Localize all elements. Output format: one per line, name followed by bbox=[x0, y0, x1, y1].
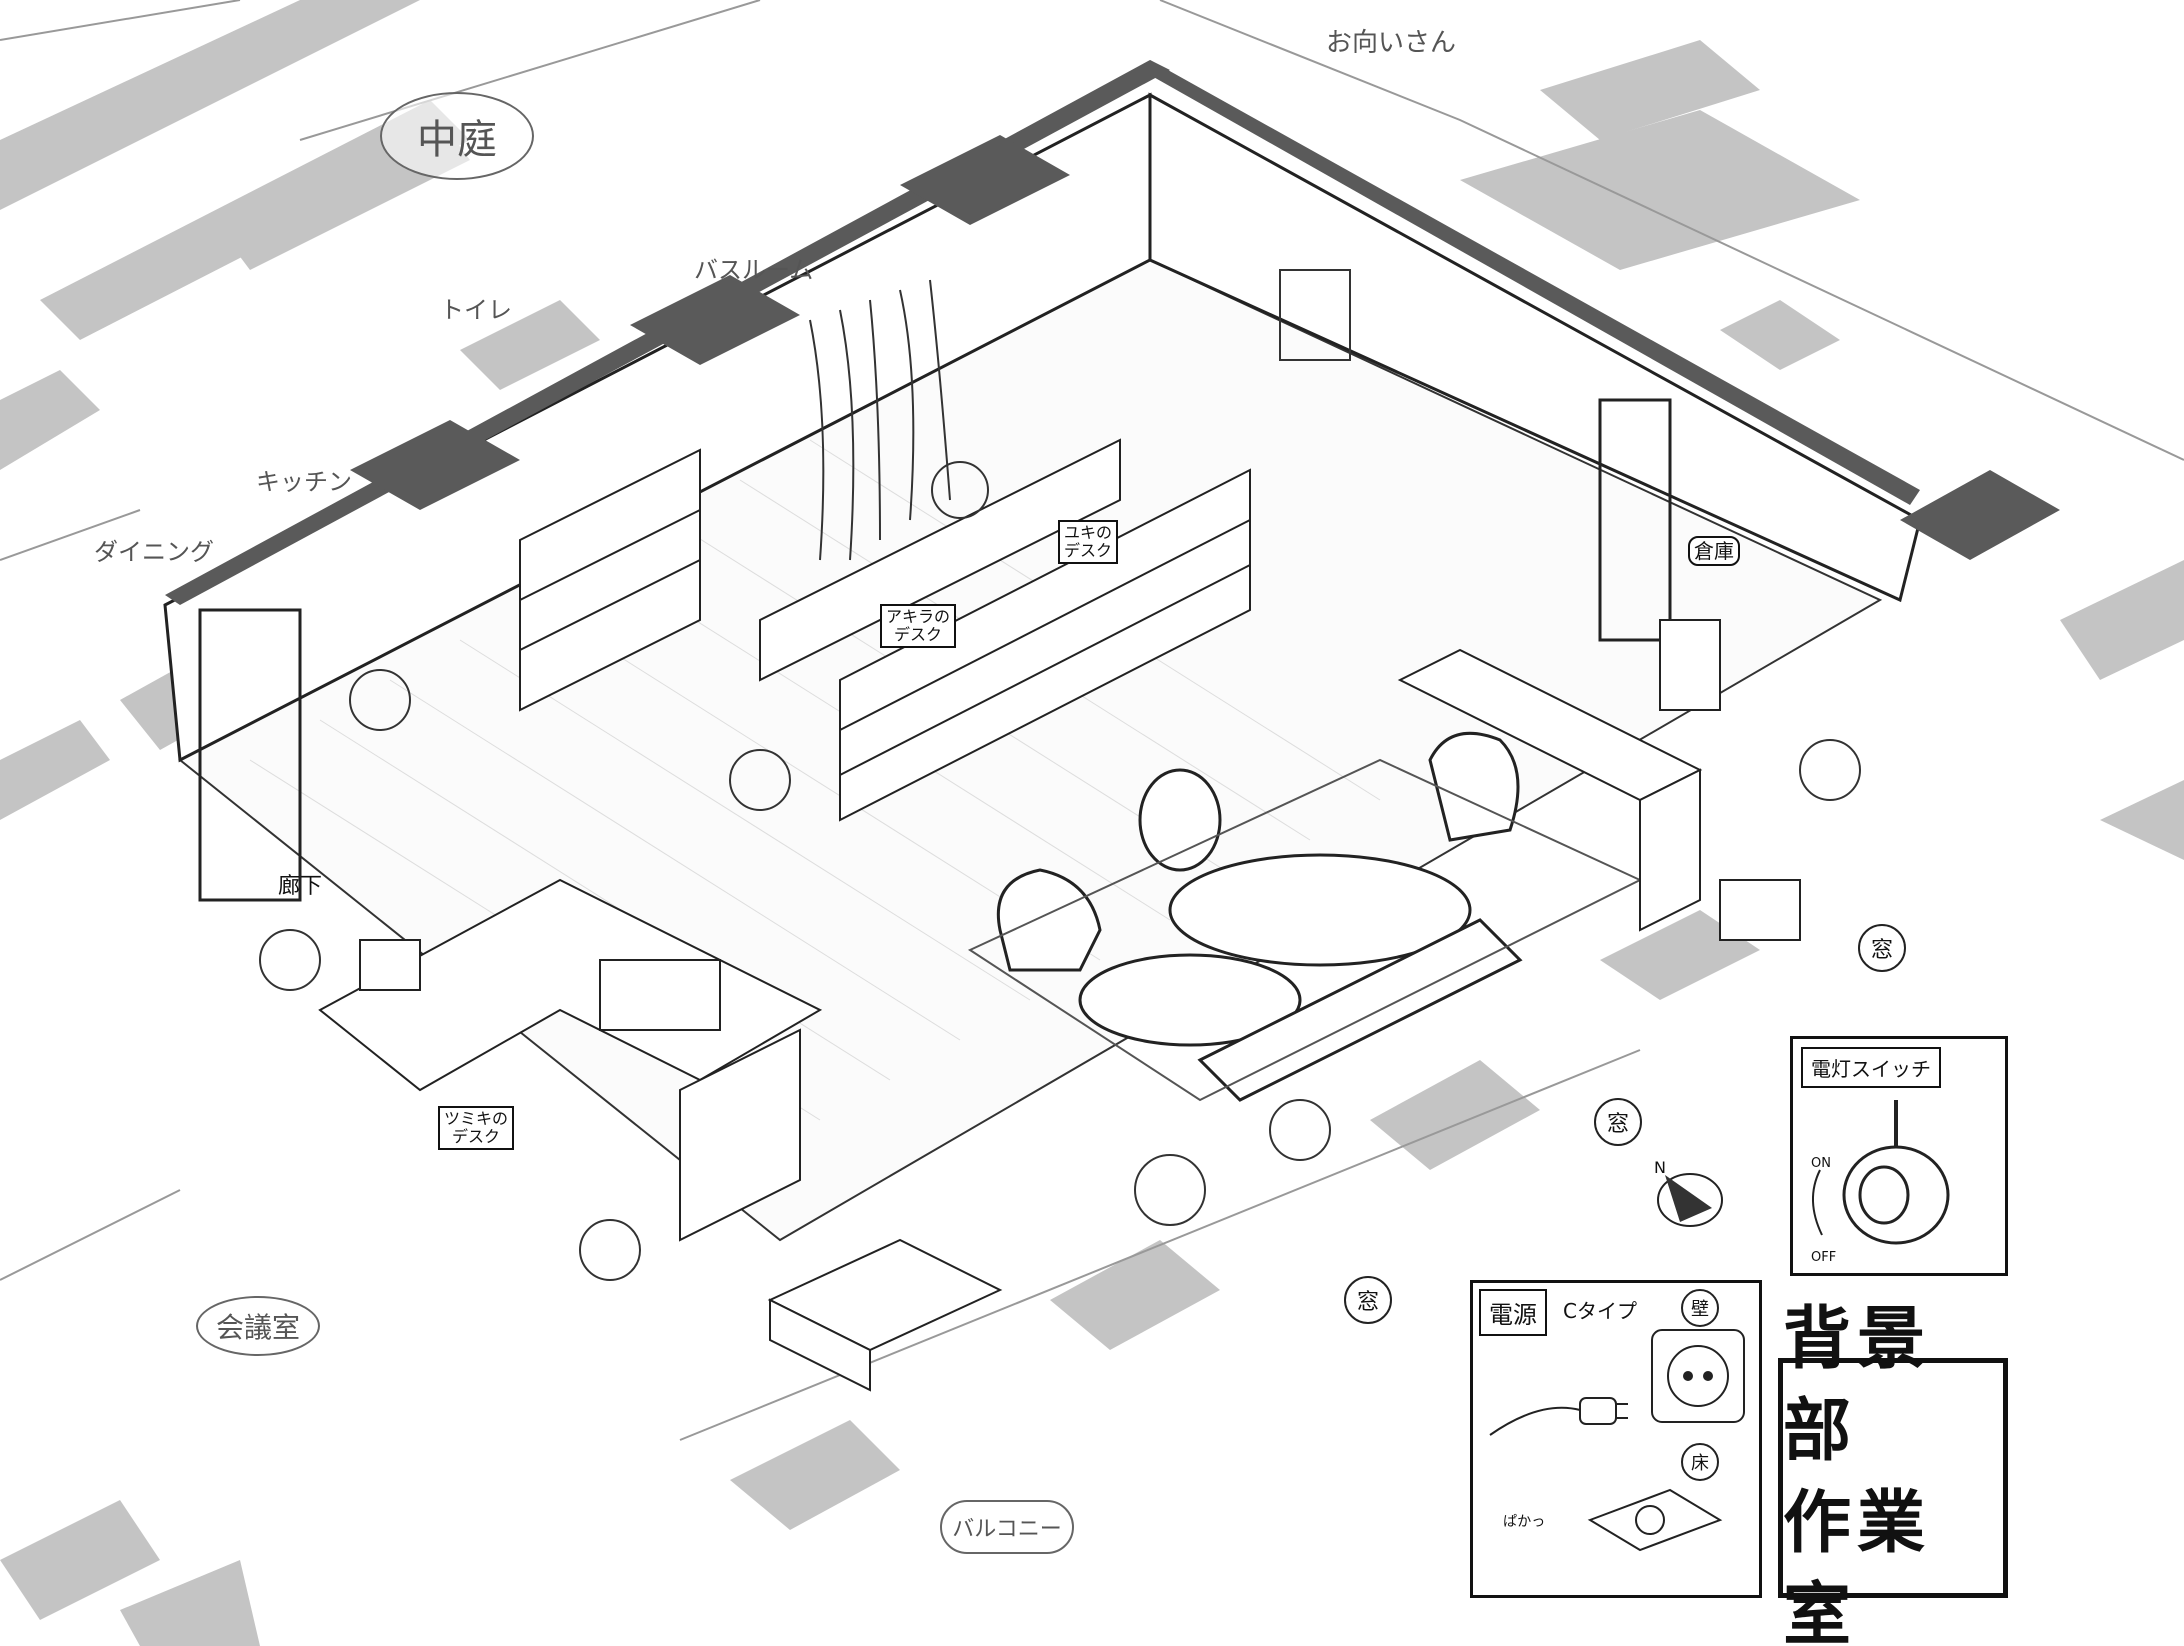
back-right-wall bbox=[1148, 92, 1922, 603]
power-outlet-panel: 電源 Cタイプ 壁 床 ぱかっ bbox=[1470, 1280, 1762, 1598]
neighbor-label: お向いさん bbox=[1326, 28, 1457, 58]
left-door[interactable] bbox=[198, 608, 302, 902]
hallway-label: 廊下 bbox=[278, 874, 323, 899]
title-line-2: 作業室 bbox=[1783, 1484, 1932, 1646]
switch-off-label: OFF bbox=[1811, 1250, 1837, 1265]
akira-desk-tag: アキラの デスク bbox=[880, 604, 957, 648]
right-counter bbox=[1397, 619, 1801, 941]
pillar-caps bbox=[350, 135, 2060, 560]
tsumiki-desk-tag: ツミキの デスク bbox=[438, 1106, 515, 1150]
light-switch-panel: 電灯スイッチ ON OFF bbox=[1790, 1036, 2008, 1276]
balcony-label: バルコニー bbox=[940, 1500, 1074, 1554]
bathroom-label: バスルーム bbox=[694, 256, 814, 284]
right-door[interactable] bbox=[1598, 398, 1672, 642]
yuki-desk-tag: ユキの デスク bbox=[1058, 520, 1119, 564]
floor-label: 床 bbox=[1681, 1443, 1719, 1481]
tsumiki-desk bbox=[318, 878, 823, 1242]
lounge bbox=[996, 731, 1523, 1102]
pop-sound-label: ぱかっ bbox=[1503, 1514, 1546, 1530]
courtyard-label: 中庭 bbox=[380, 92, 534, 180]
toilet-label: トイレ bbox=[440, 296, 512, 324]
plants bbox=[259, 461, 1861, 1281]
power-panel-title: 電源 bbox=[1479, 1289, 1547, 1336]
power-type-label: Cタイプ bbox=[1563, 1299, 1637, 1323]
dining-label: ダイニング bbox=[94, 538, 214, 566]
wall-cap-right bbox=[1150, 60, 1920, 505]
back-window bbox=[1279, 269, 1351, 361]
storage-label: 倉庫 bbox=[1688, 536, 1740, 566]
meeting-room-label: 会議室 bbox=[196, 1296, 320, 1356]
compass-north-label: N bbox=[1654, 1158, 1666, 1177]
title-line-1: 背景部 bbox=[1783, 1300, 1932, 1471]
window-mark-1: 窓 bbox=[1858, 924, 1906, 972]
compass-icon bbox=[1657, 1173, 1723, 1227]
switch-on-label: ON bbox=[1811, 1156, 1831, 1171]
wall-label: 壁 bbox=[1681, 1289, 1719, 1327]
light-switch-title: 電灯スイッチ bbox=[1801, 1047, 1941, 1088]
kitchen-label: キッチン bbox=[256, 468, 352, 496]
title-box: 背景部 作業室 bbox=[1778, 1300, 2008, 1646]
bookshelves bbox=[519, 438, 1251, 822]
switch-diagram bbox=[1811, 1100, 1950, 1245]
power-diagram bbox=[1489, 1329, 1745, 1552]
curtains bbox=[809, 279, 951, 561]
window-mark-2: 窓 bbox=[1594, 1098, 1642, 1146]
window-mark-3: 窓 bbox=[1344, 1276, 1392, 1324]
